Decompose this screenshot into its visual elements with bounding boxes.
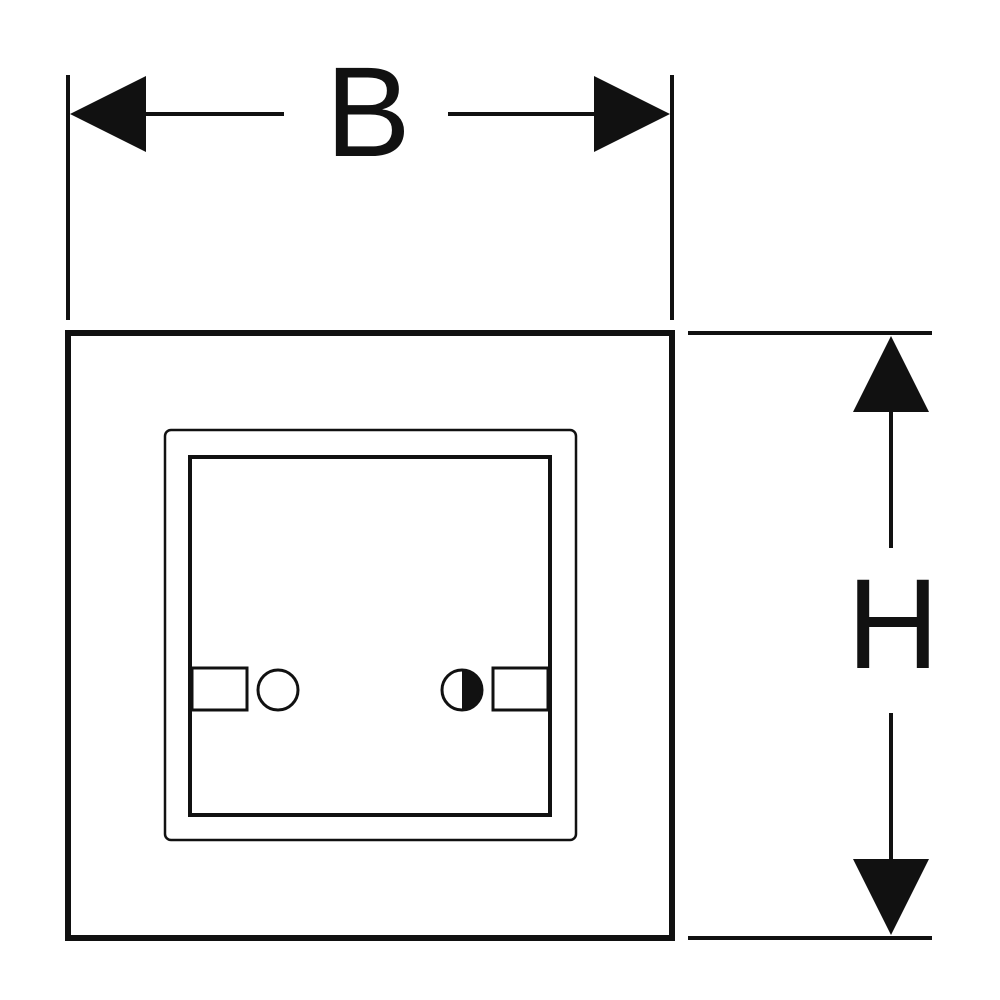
height-dimension: H	[688, 331, 939, 940]
arrow-left-icon	[70, 76, 146, 152]
right-clip	[491, 666, 550, 712]
outer-frame	[65, 330, 675, 941]
half-circle-outline	[440, 668, 484, 712]
arrow-right-icon	[594, 76, 670, 152]
height-label: H	[847, 553, 939, 696]
arrow-down-icon	[853, 859, 929, 935]
open-circle-icon	[256, 668, 300, 712]
right-fastener	[440, 666, 550, 712]
middle-frame	[163, 428, 578, 842]
left-fastener	[190, 666, 300, 712]
inner-insert	[188, 455, 552, 817]
left-clip	[190, 666, 249, 712]
half-filled-circle-icon	[462, 670, 482, 710]
width-dimension: B	[66, 41, 674, 320]
arrow-up-icon	[853, 336, 929, 412]
width-label: B	[325, 41, 410, 184]
